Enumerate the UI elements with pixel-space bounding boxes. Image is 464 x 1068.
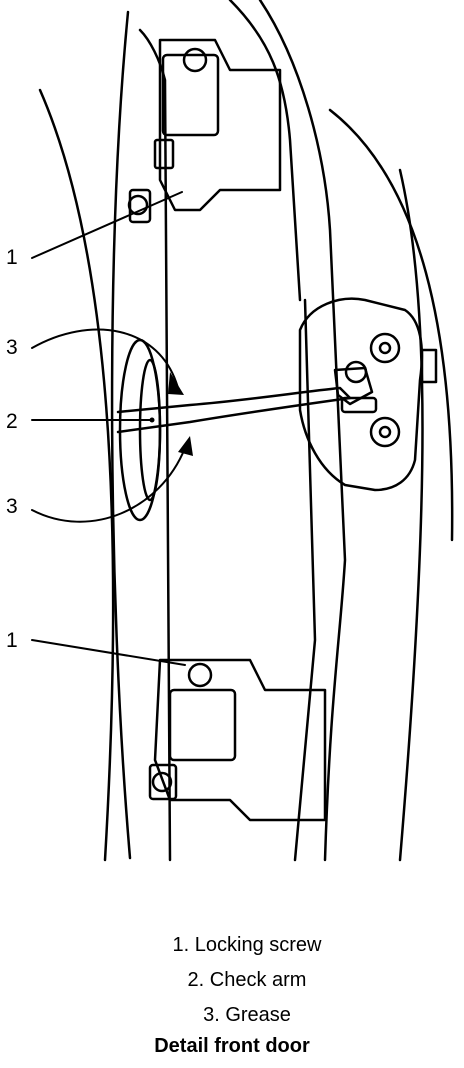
upper-tab — [153, 138, 175, 170]
legend: 1. Locking screw 2. Check arm 3. Grease … — [0, 928, 464, 1058]
leader-3-upper — [31, 328, 179, 389]
callout-1-top: 1 — [6, 246, 18, 269]
door-cutout-inner — [138, 358, 162, 502]
arrow-2-dot — [149, 417, 155, 423]
callout-1-bottom: 1 — [6, 629, 18, 652]
arrow-3-lower — [178, 436, 193, 456]
legend-item: 3. Grease — [203, 1004, 291, 1026]
callout-2: 2 — [6, 410, 18, 433]
bracket-bolt-upper-inner — [378, 341, 392, 355]
pillar-edge-3 — [293, 298, 317, 862]
pillar-edge-2 — [228, 0, 302, 302]
bracket-bolt-lower — [369, 416, 401, 448]
body-outline-right-2 — [398, 168, 424, 862]
door-diagram: 1 3 2 3 1 — [6, 0, 454, 862]
check-arm — [116, 386, 352, 434]
lower-side-screw — [151, 771, 173, 793]
upper-bolt — [182, 47, 208, 73]
bracket-bolt-lower-inner — [378, 425, 392, 439]
leader-1-bottom — [31, 639, 186, 666]
arrow-3-upper — [168, 372, 184, 395]
check-bracket — [298, 297, 424, 492]
upper-side-screw — [127, 194, 149, 216]
leader-1-top — [31, 191, 183, 259]
figure-caption: Detail front door — [154, 1035, 310, 1057]
door-edge-inner — [138, 28, 172, 862]
pillar-edge-1 — [258, 0, 347, 862]
body-outline-left — [38, 88, 115, 862]
callout-3-lower: 3 — [6, 495, 18, 518]
upper-hinge — [158, 38, 282, 212]
lower-bolt-head — [148, 763, 178, 801]
body-outline-right — [328, 108, 454, 542]
lower-hinge-plate — [168, 688, 237, 762]
door-edge-outer — [110, 10, 132, 860]
bracket-edge-tab — [420, 348, 438, 384]
upper-hinge-plate — [161, 53, 220, 137]
bracket-bolt-upper — [369, 332, 401, 364]
lower-bolt — [187, 662, 213, 688]
legend-item: 2. Check arm — [187, 969, 307, 991]
callout-3-upper: 3 — [6, 336, 18, 359]
leader-3-lower — [31, 447, 186, 523]
lower-hinge — [153, 658, 327, 822]
check-arm-nut — [344, 360, 368, 384]
check-arm-washer — [340, 396, 378, 414]
legend-item: 1. Locking screw — [172, 934, 322, 956]
